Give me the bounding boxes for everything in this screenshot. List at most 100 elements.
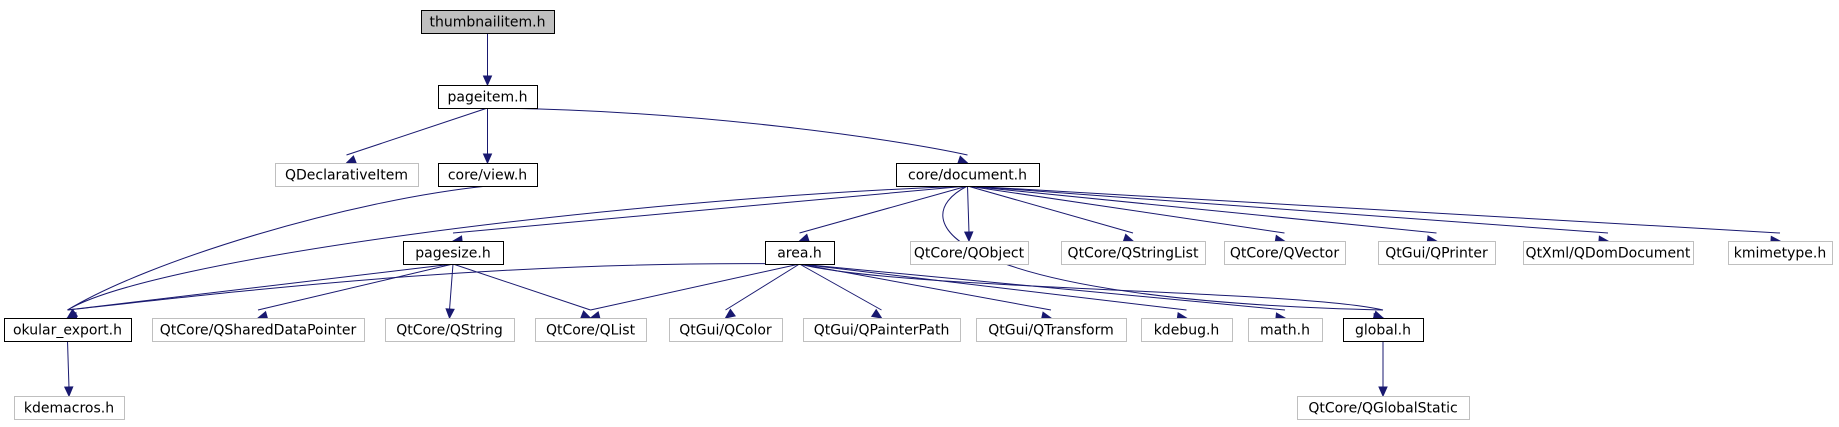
node-box-okularexport[interactable] [4, 318, 132, 342]
node-box-kdemacros [14, 396, 125, 420]
node-box-area[interactable] [765, 241, 835, 265]
node-label-thumbnailitem: thumbnailitem.h [430, 15, 546, 31]
edge-pagesize-to-qstring [449, 263, 454, 311]
node-qstring: QtCore/QString [385, 318, 515, 342]
node-thumbnailitem[interactable]: thumbnailitem.h [421, 10, 555, 34]
node-qstringlist: QtCore/QStringList [1061, 241, 1206, 265]
node-box-qlist [535, 318, 647, 342]
edge-pageitem-to-qdeclarativeitem [346, 107, 488, 156]
edges-layer [63, 33, 1782, 398]
node-label-qstring: QtCore/QString [396, 323, 502, 339]
node-label-pagesize: pagesize.h [415, 246, 490, 262]
node-label-coredocument: core/document.h [908, 168, 1027, 184]
node-okularexport[interactable]: okular_export.h [4, 318, 132, 342]
node-box-pageitem[interactable] [438, 85, 538, 109]
node-kmimetype: kmimetype.h [1728, 241, 1833, 265]
node-label-pageitem: pageitem.h [448, 90, 528, 106]
edge-coredocument-to-qstringlist [967, 185, 1134, 234]
node-label-area: area.h [777, 246, 822, 262]
edge-arrowhead-area-to-global [1372, 310, 1385, 320]
node-label-qdomdocument: QtXml/QDomDocument [1526, 246, 1691, 262]
node-label-kmimetype: kmimetype.h [1734, 246, 1826, 262]
nodes-layer: thumbnailitem.h pageitem.hQDeclarativeIte… [4, 10, 1833, 420]
node-box-coreview[interactable] [438, 163, 538, 187]
node-label-math: math.h [1260, 323, 1310, 339]
node-label-qglobalstatic: QtCore/QGlobalStatic [1308, 401, 1457, 417]
edge-arrowhead-thumbnailitem-to-pageitem [482, 75, 493, 87]
edge-arrowhead-area-to-qcolor [724, 308, 736, 319]
node-box-qprinter [1378, 241, 1496, 265]
node-qcolor: QtGui/QColor [669, 318, 783, 342]
edge-coredocument-to-qvector [967, 185, 1285, 234]
node-box-qdomdocument [1523, 241, 1694, 265]
node-qdeclarativeitem: QDeclarativeItem [275, 163, 419, 187]
edge-arrowhead-pagesize-to-qlist [579, 310, 592, 319]
edge-pagesize-to-qlist [452, 263, 591, 311]
node-coredocument[interactable]: core/document.h [896, 163, 1040, 187]
edge-okularexport-to-kdemacros [67, 340, 70, 389]
node-label-qdeclarativeitem: QDeclarativeItem [285, 168, 408, 184]
edge-arrowhead-coredocument-to-qstringlist [1122, 233, 1135, 243]
edge-arrowhead-global-to-qglobalstatic [1378, 386, 1388, 398]
node-label-qprinter: QtGui/QPrinter [1385, 246, 1488, 262]
edge-arrowhead-coredocument-to-qobject [963, 231, 974, 243]
node-qlist: QtCore/QList [535, 318, 647, 342]
edge-coreview-to-okularexport [67, 185, 488, 311]
node-box-qobject [910, 241, 1029, 265]
node-qshareddatapointer: QtCore/QSharedDataPointer [152, 318, 365, 342]
node-box-qstring [385, 318, 515, 342]
node-qobject: QtCore/QObject [910, 241, 1029, 265]
node-box-pagesize[interactable] [403, 241, 504, 265]
node-box-math [1248, 318, 1323, 342]
node-qdomdocument: QtXml/QDomDocument [1523, 241, 1694, 265]
edge-arrowhead-pageitem-to-qdeclarativeitem [345, 155, 358, 164]
node-coreview[interactable]: core/view.h [438, 163, 538, 187]
edge-area-to-qpainterpath [799, 263, 882, 311]
node-math: math.h [1248, 318, 1323, 342]
edge-coredocument-to-area [799, 185, 968, 234]
edge-coredocument-to-pagesize [452, 185, 968, 234]
edge-arrowhead-coredocument-to-area [798, 233, 811, 243]
node-label-qshareddatapointer: QtCore/QSharedDataPointer [160, 323, 357, 339]
node-label-okularexport: okular_export.h [13, 323, 122, 339]
edge-arrowhead-pageitem-to-coreview [482, 153, 493, 165]
edge-coredocument-to-qobject [967, 185, 970, 234]
edge-coredocument-to-kmimetype [967, 185, 1781, 234]
node-label-qstringlist: QtCore/QStringList [1068, 246, 1199, 262]
node-kdebug: kdebug.h [1141, 318, 1233, 342]
node-box-qstringlist [1061, 241, 1206, 265]
edge-area-to-qlist [590, 263, 800, 311]
node-box-qcolor [669, 318, 783, 342]
edge-pagesize-to-qshareddatapointer [257, 263, 454, 311]
node-label-kdemacros: kdemacros.h [24, 401, 114, 417]
node-qprinter: QtGui/QPrinter [1378, 241, 1496, 265]
node-global[interactable]: global.h [1343, 318, 1424, 342]
node-box-coredocument[interactable] [896, 163, 1040, 187]
node-qtransform: QtGui/QTransform [976, 318, 1127, 342]
node-box-global[interactable] [1343, 318, 1424, 342]
node-pagesize[interactable]: pagesize.h [403, 241, 504, 265]
node-pageitem[interactable]: pageitem.h [438, 85, 538, 109]
node-area[interactable]: area.h [765, 241, 835, 265]
edge-area-to-kdebug [799, 263, 1187, 311]
edge-arrowhead-okularexport-to-kdemacros [63, 386, 74, 398]
node-label-coreview: core/view.h [448, 168, 527, 184]
node-box-qtransform [976, 318, 1127, 342]
node-box-thumbnailitem[interactable] [421, 10, 555, 34]
edge-arrowhead-area-to-qpainterpath [870, 308, 883, 319]
edge-arrowhead-pageitem-to-coredocument [956, 155, 969, 165]
node-box-qpainterpath [803, 318, 961, 342]
node-label-qpainterpath: QtGui/QPainterPath [814, 323, 950, 339]
edge-arrowhead-pagesize-to-qstring [445, 308, 455, 320]
edge-pageitem-to-coredocument [487, 107, 968, 156]
edge-coredocument-to-okularexport [67, 185, 968, 311]
edge-coredocument-to-qdomdocument [967, 185, 1609, 234]
node-label-qobject: QtCore/QObject [914, 246, 1025, 262]
node-label-global: global.h [1355, 323, 1411, 339]
node-box-qvector [1224, 241, 1346, 265]
node-qglobalstatic: QtCore/QGlobalStatic [1297, 396, 1470, 420]
node-box-qshareddatapointer [152, 318, 365, 342]
edge-pagesize-to-okularexport [67, 263, 454, 311]
node-qvector: QtCore/QVector [1224, 241, 1346, 265]
